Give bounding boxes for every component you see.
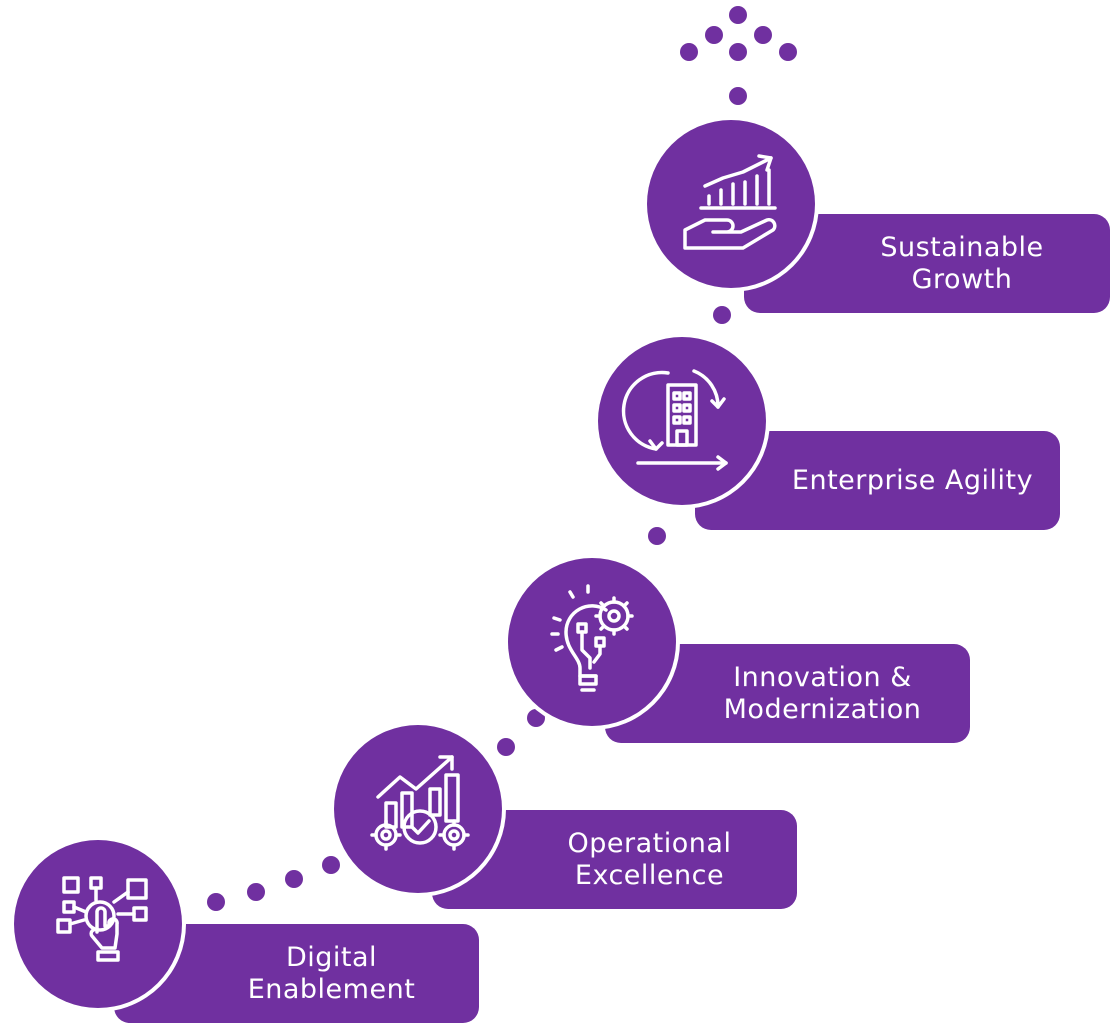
touch-network-icon [56,876,148,962]
path-dot [729,87,747,105]
building-cycle-icon [621,369,728,471]
path-dot [713,306,731,324]
step-label-box: Enterprise Agility [695,431,1060,530]
step-label: Digital Enablement [247,941,416,1005]
path-dot [680,43,698,61]
step-label: Sustainable Growth [880,231,1044,295]
hand-growth-chart-icon [683,154,777,250]
lightbulb-gear-icon [550,584,634,692]
path-dot [648,527,666,545]
path-dot [322,856,340,874]
path-dot [705,26,723,44]
step-circle [14,840,182,1008]
path-dot [527,709,545,727]
path-dot [779,43,797,61]
step-circle [334,725,502,893]
path-dot [729,43,747,61]
path-dot [754,26,772,44]
chart-gears-check-icon [370,755,470,851]
step-label: Enterprise Agility [791,464,1034,496]
step-circle [598,337,766,505]
step-circle [508,558,676,726]
path-dot [497,738,515,756]
path-dot [247,883,265,901]
path-dot [729,6,747,24]
path-dot [285,870,303,888]
step-label: Operational Excellence [567,827,732,891]
step-circle [647,120,815,288]
step-label: Innovation & Modernization [723,661,922,725]
path-dot [207,893,225,911]
